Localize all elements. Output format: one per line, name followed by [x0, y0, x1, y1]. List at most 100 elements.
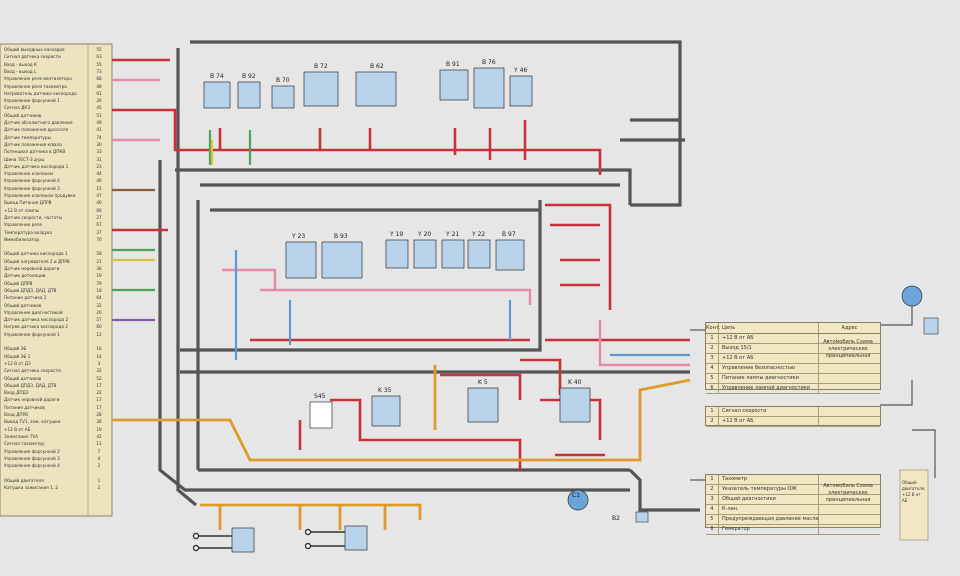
pin-number: 49	[96, 120, 102, 125]
header-address: Адрес	[841, 325, 858, 331]
spark-plugs	[192, 528, 345, 552]
pin-number: 19	[96, 426, 102, 432]
pin-number: 66	[96, 207, 102, 213]
pin-number: 2	[97, 485, 101, 490]
component-label: B 74	[210, 73, 224, 80]
ignition-coil-2	[344, 525, 368, 551]
harness-misc	[112, 130, 690, 360]
pin-number: 33	[96, 149, 102, 155]
pin-label: Общий ДПДЗ, ДАД, ДТВ	[4, 287, 57, 293]
pin-label: Управление клапаном	[4, 171, 54, 177]
relay-k35	[371, 395, 401, 427]
row-circuit: +12 В от АБ	[719, 354, 819, 363]
pin-label: Управление форсункой 4	[4, 178, 60, 184]
row-circuit: Управление лампой диагностики	[719, 384, 819, 393]
pin-number: 19	[96, 273, 102, 279]
ecu-pin-row: Управление реле вентилятора 68	[0, 75, 112, 82]
component-label: Y 21	[445, 231, 459, 238]
pin-label: Датчик положения к/вала	[4, 141, 62, 147]
harness-main	[158, 40, 700, 512]
pin-label: Управление форсункой 4	[4, 463, 60, 469]
pin-label: Общий датчика кислорода 1	[4, 251, 68, 257]
pin-number: 55	[96, 61, 102, 67]
pin-label: Сигнал ДКЗ	[4, 105, 31, 111]
pin-number: 32	[96, 368, 102, 374]
row-pin: 1	[706, 475, 719, 484]
table-row: 2+12 В от АБ	[706, 417, 880, 427]
row-pin: 5	[706, 515, 719, 524]
pin-number: 30	[96, 141, 102, 147]
pin-label: Управление форсункой 3	[4, 185, 60, 191]
pin-number: 60	[96, 324, 102, 330]
row-circuit: Генератор	[719, 525, 819, 534]
pin-number: 17	[96, 397, 102, 403]
bottom-table-address: Автомобиль Схема электрических принципиа…	[823, 483, 873, 503]
ecu-connector-box	[0, 43, 113, 517]
pin-label: Датчик неровной дороги	[4, 266, 60, 271]
pin-label: Управление реле вентилятора	[4, 76, 72, 82]
row-circuit: К-лин.	[719, 505, 819, 514]
pin-label: Управление форсункой 1	[4, 331, 60, 337]
pin-label: Зажигание TV4	[4, 433, 38, 439]
component-label: B 91	[446, 61, 460, 68]
pin-number: 22	[96, 390, 102, 396]
pin-label: Общий двигателя	[4, 477, 44, 483]
pin-number: 68	[96, 76, 102, 82]
row-circuit: Выход 15/1	[719, 344, 819, 353]
pin-label: Вывод Питание ДПРВ	[4, 200, 52, 206]
pin-label: Сигнал датчика скорости	[4, 54, 61, 60]
row-circuit: Тахометр	[719, 475, 819, 484]
pin-number: 61	[96, 90, 102, 96]
component-label: B 72	[314, 63, 328, 70]
row-circuit: Питание лампы диагностики	[719, 374, 819, 383]
row-pin: 1	[706, 407, 719, 416]
pin-label: +12 В от лампы	[4, 207, 40, 213]
pin-label: Общий ДПРВ	[4, 280, 33, 286]
pin-label: Датчик неровной дороги	[4, 397, 60, 403]
right-vertical-table	[899, 469, 929, 541]
table-row: 3+12 В от АБ	[706, 354, 880, 364]
pin-number: 36	[96, 266, 102, 271]
row-circuit: Сигнал скорости	[719, 407, 819, 416]
gauge-c1	[567, 489, 589, 511]
header-pin: Конт.	[706, 323, 721, 333]
pin-number: 44	[96, 171, 102, 177]
pin-label: Датчик датчика кислорода 2	[4, 317, 69, 323]
top-table-address: Автомобиль Схема электрических принципиа…	[823, 339, 873, 359]
sensor-b74	[203, 81, 231, 109]
ecu-pin-row: Датчик положения к/вала 30	[0, 141, 112, 148]
pin-label: Общий ЭБ	[4, 346, 27, 352]
row-circuit: Указатель температуры ОЖ	[719, 485, 819, 494]
pin-label: +12 В от АБ	[4, 426, 31, 432]
row-pin: 1	[706, 334, 719, 343]
pin-label: Общий датчиков	[4, 112, 42, 118]
pin-number: 16	[96, 346, 102, 352]
pin-label: Общий ЭБ 1	[4, 353, 31, 359]
